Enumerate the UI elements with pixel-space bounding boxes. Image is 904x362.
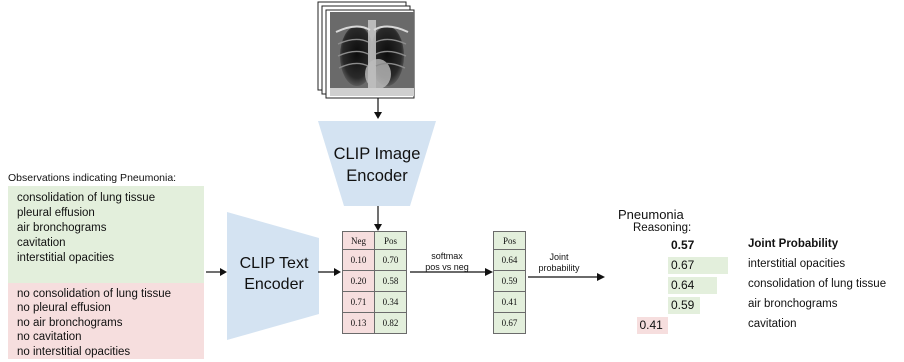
- joint-probability-label: Joint probability: [538, 252, 580, 273]
- prob-cell: 0.67: [493, 312, 526, 334]
- xray-image-stack: [317, 1, 415, 99]
- prob-cell: 0.41: [493, 291, 526, 313]
- result-value: 0.64: [671, 278, 695, 292]
- result-label: interstitial opacities: [748, 258, 846, 270]
- pos-cell: 0.34: [374, 291, 407, 313]
- neg-cell: 0.10: [342, 249, 375, 271]
- softmax-label: softmax pos vs neg: [425, 251, 469, 272]
- result-value: 0.57: [671, 238, 695, 252]
- negative-observations-box: no consolidation of lung tissue no pleur…: [8, 283, 204, 359]
- neg-header: Neg: [342, 231, 375, 250]
- arrow-encoder-to-table: [374, 206, 382, 231]
- negative-observation: no consolidation of lung tissue: [17, 288, 172, 300]
- result-title: Pneumonia: [618, 207, 684, 222]
- prob-cell: 0.59: [493, 270, 526, 292]
- neg-cell: 0.13: [342, 312, 375, 334]
- neg-cell: 0.71: [342, 291, 375, 313]
- reasoning-label: Reasoning:: [633, 222, 692, 234]
- result-label: Joint Probability: [748, 238, 839, 250]
- arrow-observations-to-text-encoder: [206, 268, 227, 276]
- clip-text-encoder-shape: [227, 212, 319, 340]
- arrow-image-to-encoder: [374, 98, 382, 119]
- result-bar: [668, 297, 700, 314]
- positive-observation: cavitation: [17, 237, 66, 249]
- result-bar: [668, 257, 728, 274]
- clip-image-encoder-label: CLIP Image Encoder: [333, 145, 421, 185]
- result-value: 0.67: [671, 258, 695, 272]
- negative-observation: no air bronchograms: [17, 316, 123, 329]
- arrow-softmax: [410, 268, 493, 276]
- arrow-text-encoder-to-table: [318, 268, 341, 276]
- positive-observation: air bronchograms: [17, 222, 107, 234]
- arrow-joint-probability: [528, 273, 605, 281]
- pos-cell: 0.70: [374, 249, 407, 271]
- result-bar: [668, 277, 717, 294]
- neg-cell: 0.20: [342, 270, 375, 292]
- positive-observation: consolidation of lung tissue: [17, 192, 156, 204]
- positive-observation: interstitial opacities: [17, 252, 115, 264]
- clip-text-encoder-label: CLIP Text Encoder: [239, 255, 309, 293]
- similarity-table: Neg Pos 0.10 0.70 0.20 0.58 0.71 0.34 0.…: [342, 231, 407, 334]
- result-label: cavitation: [748, 318, 797, 330]
- result-label: air bronchograms: [748, 298, 838, 310]
- negative-observation: no pleural effusion: [17, 302, 111, 315]
- negative-observation: no interstitial opacities: [17, 345, 131, 358]
- pos-header: Pos: [374, 231, 407, 250]
- prob-cell: 0.64: [493, 249, 526, 271]
- result-value: 0.41: [639, 318, 663, 332]
- positive-observation: pleural effusion: [17, 207, 95, 219]
- pos-cell: 0.58: [374, 270, 407, 292]
- observations-title: Observations indicating Pneumonia:: [8, 172, 177, 184]
- negative-observation: no cavitation: [17, 331, 82, 344]
- chest-xray: [330, 12, 414, 96]
- result-label: consolidation of lung tissue: [748, 278, 887, 290]
- positive-observations-box: consolidation of lung tissue pleural eff…: [8, 186, 204, 283]
- result-bar: [636, 317, 668, 334]
- clip-image-encoder-shape: [318, 121, 436, 206]
- prob-header: Pos: [493, 231, 526, 250]
- result-value: 0.59: [671, 298, 695, 312]
- pos-cell: 0.82: [374, 312, 407, 334]
- probability-table: Pos 0.64 0.59 0.41 0.67: [493, 231, 526, 334]
